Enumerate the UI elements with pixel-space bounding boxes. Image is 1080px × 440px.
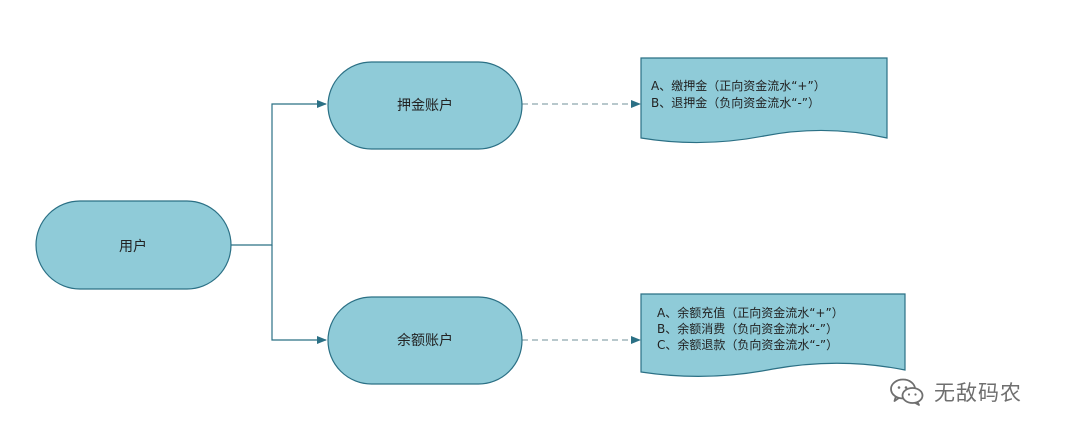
deposit-account-shape: [327, 61, 523, 150]
deposit-flow-document: A、缴押金（正向资金流水“+”） B、退押金（负向资金流水“-”）: [640, 57, 888, 144]
deposit-document-shape: [640, 57, 888, 144]
watermark: 无敌码农: [888, 372, 1022, 412]
balance-document-line-3: C、余额退款（负向资金流水“-”）: [657, 337, 838, 352]
user-node-shape: [35, 200, 232, 290]
user-node-label: 用户: [119, 238, 147, 255]
balance-flow-document: A、余额充值（正向资金流水“+”） B、余额消费（负向资金流水“-”） C、余额…: [640, 293, 906, 377]
balance-account-node: 余额账户: [327, 296, 523, 385]
user-node: 用户: [35, 200, 232, 290]
connector-user-to-deposit: [231, 100, 327, 246]
deposit-account-node: 押金账户: [327, 61, 523, 150]
deposit-document-line-1: A、缴押金（正向资金流水“+”）: [651, 78, 826, 93]
balance-document-line-1: A、余额充值（正向资金流水“+”）: [657, 305, 844, 320]
balance-document-shape: [640, 293, 906, 377]
connector-user-to-balance: [271, 245, 327, 344]
wechat-icon: [890, 378, 924, 406]
balance-account-shape: [327, 296, 523, 385]
deposit-document-line-2: B、退押金（负向资金流水“-”）: [651, 95, 820, 110]
deposit-account-label: 押金账户: [397, 97, 453, 114]
balance-account-label: 余额账户: [397, 332, 453, 349]
watermark-text: 无敌码农: [934, 381, 1022, 405]
balance-document-line-2: B、余额消费（负向资金流水“-”）: [657, 321, 838, 336]
